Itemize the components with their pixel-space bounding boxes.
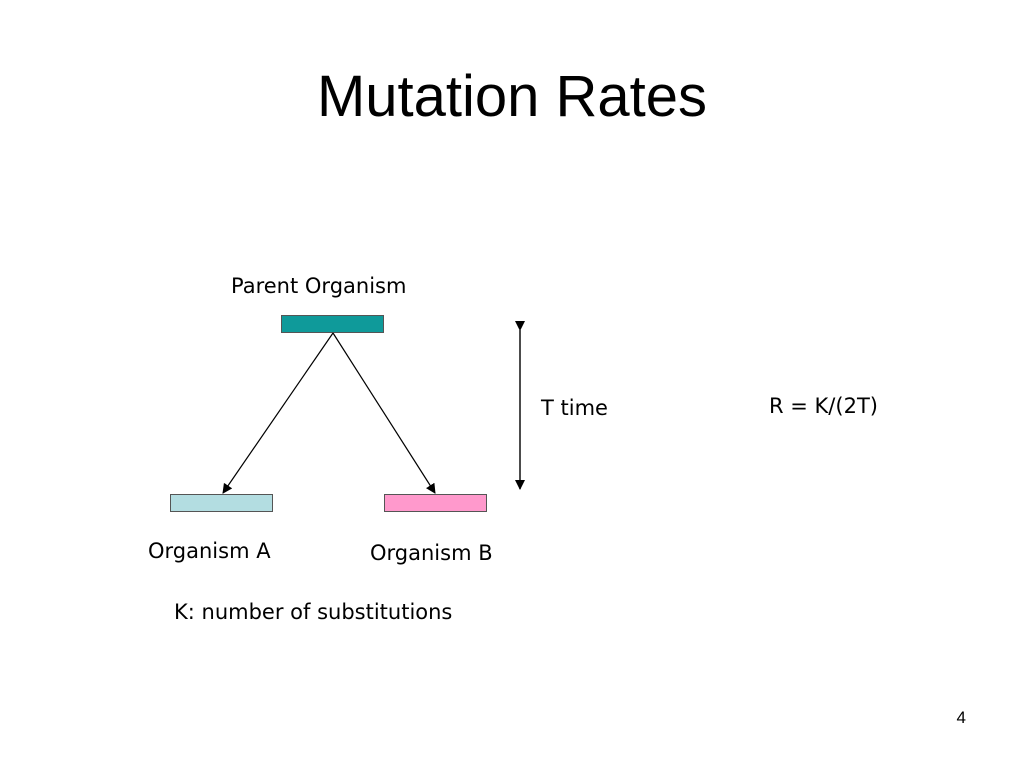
rate-formula: R = K/(2T) [769, 394, 878, 418]
slide-title: Mutation Rates [316, 64, 708, 129]
organism-b-bar [384, 494, 487, 512]
organism-a-label: Organism A [148, 539, 271, 563]
arrow-to-organism-a [222, 332, 334, 494]
organism-a-bar [170, 494, 273, 512]
arrow-to-organism-b [332, 332, 436, 494]
organism-b-label: Organism B [370, 541, 493, 565]
time-label: T time [541, 396, 608, 420]
page-number: 4 [956, 708, 966, 727]
k-definition: K: number of substitutions [174, 600, 453, 624]
parent-organism-label: Parent Organism [231, 274, 407, 298]
parent-organism-bar [281, 315, 384, 333]
